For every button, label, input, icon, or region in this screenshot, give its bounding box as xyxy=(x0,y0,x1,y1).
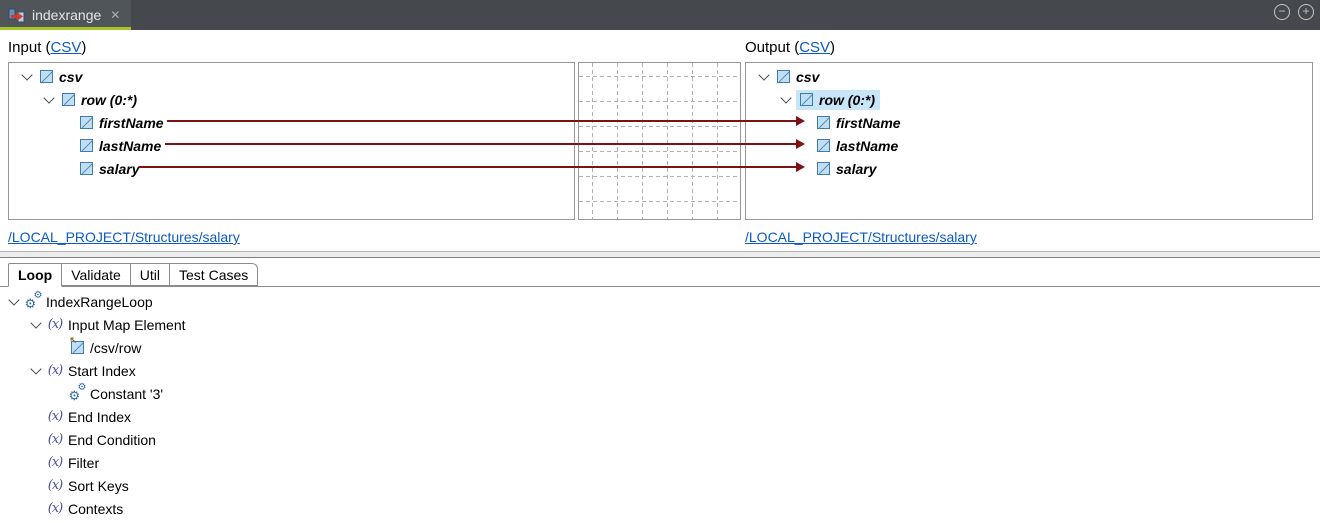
node-label: Constant '3' xyxy=(90,385,164,402)
expand-all-button[interactable]: + xyxy=(1298,4,1314,20)
loop-node-sort-keys[interactable]: (x) Sort Keys xyxy=(0,474,1320,497)
mapping-line-firstname[interactable] xyxy=(167,120,797,122)
mapping-arrowhead-icon xyxy=(796,116,805,126)
title-bar: indexrange ✕ − + xyxy=(0,0,1320,30)
function-icon: (x) xyxy=(47,317,64,332)
node-label: Filter xyxy=(68,454,100,471)
node-label: csv xyxy=(59,68,83,85)
node-label: Input Map Element xyxy=(68,316,186,333)
mapping-arrowhead-icon xyxy=(796,139,805,149)
loop-node-contexts[interactable]: (x) Contexts xyxy=(0,497,1320,520)
loop-node-start-index[interactable]: (x) Start Index xyxy=(0,359,1320,382)
input-section-label: Input (CSV) xyxy=(8,39,86,56)
mapping-line-lastname[interactable] xyxy=(165,143,797,145)
gears-icon: ⚙⚙ xyxy=(24,289,43,311)
node-label: lastName xyxy=(99,137,162,154)
function-icon: (x) xyxy=(47,455,64,470)
element-icon xyxy=(774,70,792,83)
output-node-row-selected[interactable]: row (0:*) xyxy=(746,88,1312,111)
collapse-all-button[interactable]: − xyxy=(1274,4,1290,20)
tab-test-cases[interactable]: Test Cases xyxy=(169,263,259,286)
output-csv-link[interactable]: CSV xyxy=(799,39,831,56)
element-icon xyxy=(797,93,815,106)
gears-icon: ⚙⚙ xyxy=(68,381,87,403)
properties-tab-bar: Loop Validate Util Test Cases xyxy=(0,263,1320,287)
output-node-csv[interactable]: csv xyxy=(746,65,1312,88)
node-label: End Index xyxy=(68,408,132,425)
element-icon xyxy=(814,116,832,129)
input-node-firstname[interactable]: firstName xyxy=(9,111,574,134)
element-icon xyxy=(814,139,832,152)
node-label: Start Index xyxy=(68,362,136,379)
output-node-salary[interactable]: salary xyxy=(746,157,1312,180)
input-node-csv[interactable]: csv xyxy=(9,65,574,88)
input-structure-path-link[interactable]: /LOCAL_PROJECT/Structures/salary xyxy=(8,229,240,245)
function-icon: (x) xyxy=(47,363,64,378)
grid-pattern xyxy=(579,63,740,219)
element-icon xyxy=(77,116,95,129)
output-node-firstname[interactable]: firstName xyxy=(746,111,1312,134)
mapped-element-icon: ↖ xyxy=(68,335,86,354)
loop-node-end-condition[interactable]: (x) End Condition xyxy=(0,428,1320,451)
selected-row-highlight: row (0:*) xyxy=(796,89,880,110)
input-tree-panel: csv row (0:*) firstName lastName salary xyxy=(8,62,575,220)
node-label: lastName xyxy=(836,137,899,154)
node-label: End Condition xyxy=(68,431,156,448)
output-section-label: Output (CSV) xyxy=(745,39,835,56)
function-icon: (x) xyxy=(47,478,64,493)
element-icon xyxy=(77,139,95,152)
close-tab-icon[interactable]: ✕ xyxy=(110,8,121,22)
element-icon xyxy=(77,162,95,175)
input-csv-link[interactable]: CSV xyxy=(50,39,82,56)
node-label: salary xyxy=(99,160,140,177)
tab-util[interactable]: Util xyxy=(129,263,171,286)
loop-node-input-map-element[interactable]: (x) Input Map Element xyxy=(0,313,1320,336)
node-label: csv xyxy=(796,68,820,85)
loop-node-indexrangeloop[interactable]: ⚙⚙ IndexRangeLoop xyxy=(0,290,1320,313)
element-icon xyxy=(37,70,55,83)
output-label-text: Output ( xyxy=(745,39,800,56)
horizontal-splitter[interactable] xyxy=(0,251,1320,258)
map-document-icon xyxy=(8,8,25,22)
input-label-text: Input ( xyxy=(8,39,51,56)
active-tab-underline xyxy=(0,27,131,30)
node-label: Sort Keys xyxy=(68,477,129,494)
node-label: Contexts xyxy=(68,500,124,517)
node-label: row (0:*) xyxy=(819,91,875,108)
loop-node-constant-3[interactable]: ⚙⚙ Constant '3' xyxy=(0,382,1320,405)
loop-properties-tree: ⚙⚙ IndexRangeLoop (x) Input Map Element … xyxy=(0,290,1320,520)
node-label: row (0:*) xyxy=(81,91,137,108)
mapping-line-salary[interactable] xyxy=(139,166,797,168)
node-label: salary xyxy=(836,160,877,177)
tab-validate[interactable]: Validate xyxy=(61,263,131,286)
tab-loop[interactable]: Loop xyxy=(8,263,63,287)
element-icon xyxy=(59,93,77,106)
document-tab-indexrange[interactable]: indexrange ✕ xyxy=(0,0,131,30)
node-label: /csv/row xyxy=(90,339,142,356)
function-icon: (x) xyxy=(47,432,64,447)
output-node-lastname[interactable]: lastName xyxy=(746,134,1312,157)
loop-node-csv-row[interactable]: ↖ /csv/row xyxy=(0,335,1320,359)
loop-node-end-index[interactable]: (x) End Index xyxy=(0,405,1320,428)
node-label: IndexRangeLoop xyxy=(46,293,153,310)
mapping-arrowhead-icon xyxy=(796,162,805,172)
input-node-row[interactable]: row (0:*) xyxy=(9,88,574,111)
function-icon: (x) xyxy=(47,409,64,424)
input-node-lastname[interactable]: lastName xyxy=(9,134,574,157)
output-tree-panel: csv row (0:*) firstName lastName salary xyxy=(745,62,1313,220)
element-icon xyxy=(814,162,832,175)
input-label-close: ) xyxy=(81,39,87,56)
input-node-salary[interactable]: salary xyxy=(9,157,574,180)
loop-node-filter[interactable]: (x) Filter xyxy=(0,451,1320,474)
mapping-canvas[interactable] xyxy=(578,62,741,220)
document-tab-label: indexrange xyxy=(32,7,102,23)
node-label: firstName xyxy=(836,114,901,131)
output-structure-path-link[interactable]: /LOCAL_PROJECT/Structures/salary xyxy=(745,229,977,245)
output-label-close: ) xyxy=(830,39,836,56)
function-icon: (x) xyxy=(47,501,64,516)
node-label: firstName xyxy=(99,114,164,131)
